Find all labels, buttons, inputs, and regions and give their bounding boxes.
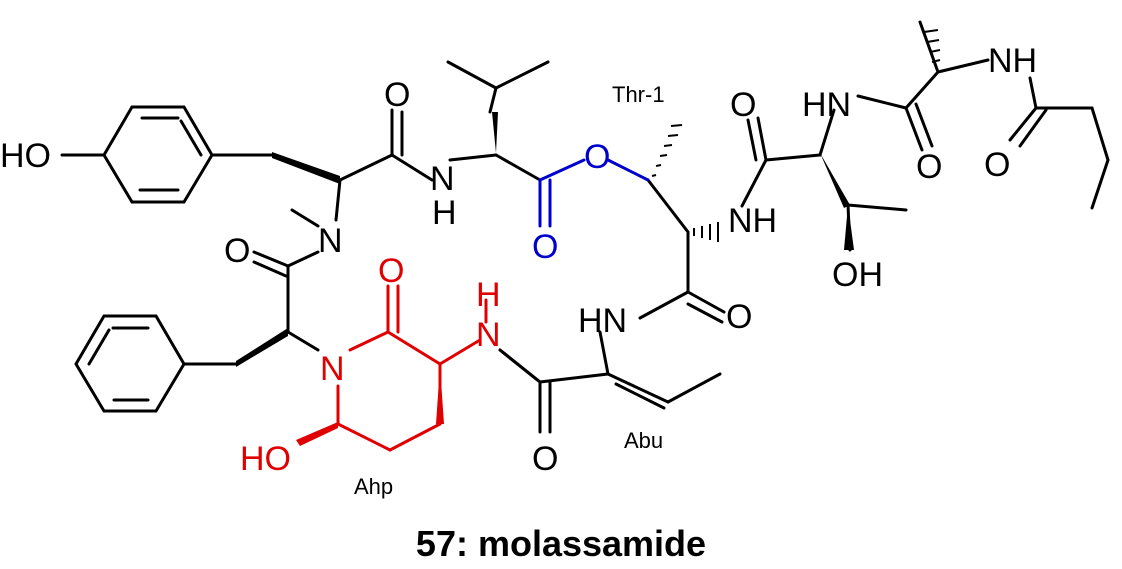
atom-o-ester: O <box>584 138 610 176</box>
atom-nh-ala: NH <box>988 42 1037 80</box>
hash-thr1-methyl <box>651 124 683 177</box>
atom-n-methyl-amide: N <box>318 222 343 260</box>
atom-hn-abu: HN <box>578 302 627 340</box>
atom-ho-ahp: HO <box>240 440 291 478</box>
label-ahp: Ahp <box>354 474 393 499</box>
bond-ahp-nh-to-abu <box>498 348 542 384</box>
atom-oh-thr2: OH <box>832 256 883 294</box>
label-thr1: Thr-1 <box>612 82 665 107</box>
bonds-ester <box>538 158 650 228</box>
atom-nh-thr1: NH <box>728 202 777 240</box>
atom-o-butanoyl-carbonyl: O <box>984 146 1010 184</box>
atom-o-ahp-carbonyl: O <box>378 252 404 290</box>
atom-o-abu-carbonyl: O <box>532 440 558 478</box>
bonds-ahp <box>336 284 488 452</box>
hash-ala-methyl <box>923 29 941 63</box>
atom-o-nme-carbonyl: O <box>224 232 250 270</box>
atom-ho-tyr: HO <box>0 137 51 175</box>
label-abu: Abu <box>624 428 663 453</box>
wedges-ahp <box>296 366 444 446</box>
atom-h-val: H <box>432 194 457 232</box>
wedges-black <box>236 29 941 367</box>
atom-o-thr1-carbonyl: O <box>726 298 752 336</box>
bonds-black <box>60 20 1110 434</box>
compound-caption: 57: molassamide <box>416 523 706 564</box>
hash-thr1-nh <box>693 222 719 242</box>
atom-o-ala-carbonyl: O <box>916 148 942 186</box>
atom-n-val: N <box>430 160 455 198</box>
atom-h-ahp-amide: H <box>476 276 501 314</box>
atom-labels: HO O N O N H O O NH O HN O N N H HO O O … <box>0 42 1037 478</box>
atom-o-ester-carbonyl: O <box>532 228 558 266</box>
atom-o-tyr-carbonyl: O <box>384 76 410 114</box>
atom-n-ahp-ring: N <box>320 350 345 388</box>
residue-annotations: Thr-1 Abu Ahp <box>354 82 665 499</box>
atom-o-thr2-carbonyl: O <box>730 86 756 124</box>
atom-n-ahp-amide: N <box>476 316 501 354</box>
atom-hn-thr2: HN <box>802 86 851 124</box>
